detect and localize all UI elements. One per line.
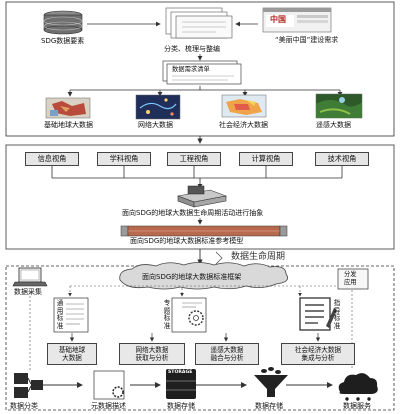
beautiful-china-demand-label: “美丽中国”建设需求 (275, 36, 339, 44)
category-remote-sensing-data: 遥感大数据 融合与分析 (195, 343, 259, 365)
special-standard-document-icon (171, 297, 207, 333)
framework-cloud (119, 262, 289, 290)
perspective-information: 信息视角 (25, 152, 79, 166)
beautiful-china-website-thumbnail (262, 7, 332, 33)
data-classification-icon (14, 373, 43, 398)
lifecycle-section-frame (5, 265, 395, 411)
china-logo-text: 中国 (270, 15, 286, 24)
laptop-icon (12, 267, 48, 287)
data-lifecycle-title: 数据生命周期 (231, 252, 286, 262)
guideline-standards-label: 指导标准 (333, 299, 341, 330)
data-service-icon (338, 373, 378, 401)
special-standards-label: 专题标准 (163, 299, 171, 330)
remote-sensing-data-thumbnail (315, 93, 363, 119)
general-standards-label: 通用标准 (56, 299, 64, 330)
guideline-document-icon (299, 297, 337, 331)
metadata-description-icon (93, 370, 125, 400)
stage-data-classification: 数据分类 (10, 402, 38, 410)
database-icon (43, 10, 83, 35)
category-socioeconomic-data: 社会经济大数据 集成与分析 (281, 343, 355, 365)
perspective-computation: 计算视角 (239, 152, 293, 166)
perspective-discipline: 学科视角 (97, 152, 151, 166)
data-funnel-icon (254, 367, 288, 397)
data-type-label-remote-sensing: 遥感大数据 (316, 121, 351, 129)
documents-stack-icon (165, 7, 233, 39)
category-basic-earth-data: 基础地球 大数据 (47, 343, 97, 365)
reference-model-bar (120, 225, 288, 237)
storage-icon-label: STORAGE (168, 370, 193, 375)
stage-data-storage: 数据存储 (167, 402, 195, 410)
demand-list-icon (162, 60, 242, 85)
distribution-apps-box (337, 268, 369, 290)
perspective-technology: 技术视角 (315, 152, 369, 166)
category-network-data: 网络大数据 获取与分析 (119, 343, 185, 365)
reference-model-label: 面向SDG的地球大数据标准参考模型 (130, 237, 244, 245)
stage-data-service: 数据服务 (343, 402, 371, 410)
lifecycle-abstraction-label: 面向SDG的地球大数据生命周期活动进行抽象 (122, 209, 264, 217)
stage-metadata-description: 元数据描述 (91, 402, 126, 410)
sdg-data-elements-label: SDG数据要素 (41, 37, 85, 45)
framework-cloud-label: 面向SDG的地球大数据标准框架 (142, 273, 242, 281)
data-type-label-network: 网络大数据 (138, 121, 173, 129)
demand-list-label: 数据需求清单 (172, 66, 210, 73)
network-data-thumbnail (135, 94, 181, 120)
computer-server-icon (176, 185, 228, 208)
basic-earth-data-thumbnail (45, 97, 91, 119)
data-collection-label: 数据采集 (14, 288, 42, 296)
data-type-label-basic-earth: 基础地球大数据 (44, 121, 93, 129)
storage-icon (166, 369, 196, 399)
perspective-engineering: 工程视角 (167, 152, 221, 166)
stage-data-storage-2: 数据存储 (255, 402, 283, 410)
socioeconomic-data-thumbnail (221, 94, 267, 118)
data-type-label-socioeconomic: 社会经济大数据 (219, 121, 268, 129)
classify-organize-label: 分类、梳理与整编 (164, 45, 220, 53)
general-standard-document-icon (53, 297, 89, 333)
distribution-apps-label: 分发 应用 (344, 271, 357, 286)
